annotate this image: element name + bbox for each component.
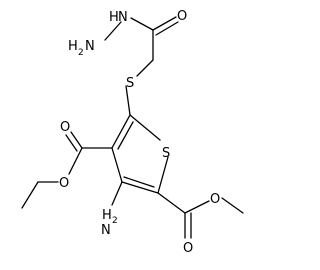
bond-right-o-ch3 — [221, 197, 244, 214]
atom-acyl-o: O — [177, 9, 187, 24]
bond-left-ch2-ch3 — [21, 181, 39, 209]
bond-nh-c — [130, 17, 154, 31]
atom-left-ester-o-ether: O — [59, 176, 69, 191]
bond-ch2-s — [136, 59, 154, 77]
bond-c2-ester-c — [157, 192, 186, 214]
atom-right-ester-o-carbonyl: O — [183, 241, 193, 256]
bond-right-c-oether — [184, 200, 210, 214]
atom-thioether-s: S — [126, 76, 134, 91]
atom-amino-n: N — [101, 223, 111, 238]
atom-right-ester-o-ether: O — [210, 192, 220, 207]
atom-terminal-n: N — [85, 39, 95, 54]
bond-acyl-c-o-b — [155, 21, 179, 36]
bond-c3-c4 — [111, 147, 123, 183]
atom-terminal-h: H — [68, 39, 78, 54]
bond-c4-c5-b — [117, 121, 134, 150]
bond-s1-c2 — [157, 156, 169, 194]
molecule-structure: N H H 2 N O S S O O H 2 N O O — [21, 9, 244, 256]
bond-c2-c3-a — [121, 181, 159, 194]
atom-ring-s: S — [162, 146, 170, 161]
bond-acyl-c-o-a — [152, 16, 177, 31]
bond-left-c-oether — [68, 147, 83, 175]
bond-left-co-a — [70, 131, 83, 149]
bond-c2-c3-b — [123, 176, 155, 188]
atom-terminal-sub2: 2 — [78, 48, 84, 58]
bonds — [21, 16, 244, 239]
atom-amino-h: H — [102, 208, 112, 223]
bond-c3-n — [111, 181, 123, 206]
atom-left-ester-o-carbonyl: O — [60, 120, 70, 135]
atom-labels: N H H 2 N O S S O O H 2 N O O — [59, 9, 220, 256]
molecule-canvas: N H H 2 N O S S O O H 2 N O O — [21, 9, 244, 256]
atom-amino-sub2: 2 — [112, 216, 118, 226]
bond-c5-s1 — [129, 114, 161, 141]
atom-hydrazide-h: H — [109, 10, 119, 25]
bond-c4-c5-a — [111, 114, 131, 149]
bond-s-c5 — [125, 85, 131, 116]
bond-n-n — [104, 21, 122, 41]
atom-hydrazide-n: N — [118, 10, 128, 25]
bond-left-co-b — [65, 134, 78, 152]
